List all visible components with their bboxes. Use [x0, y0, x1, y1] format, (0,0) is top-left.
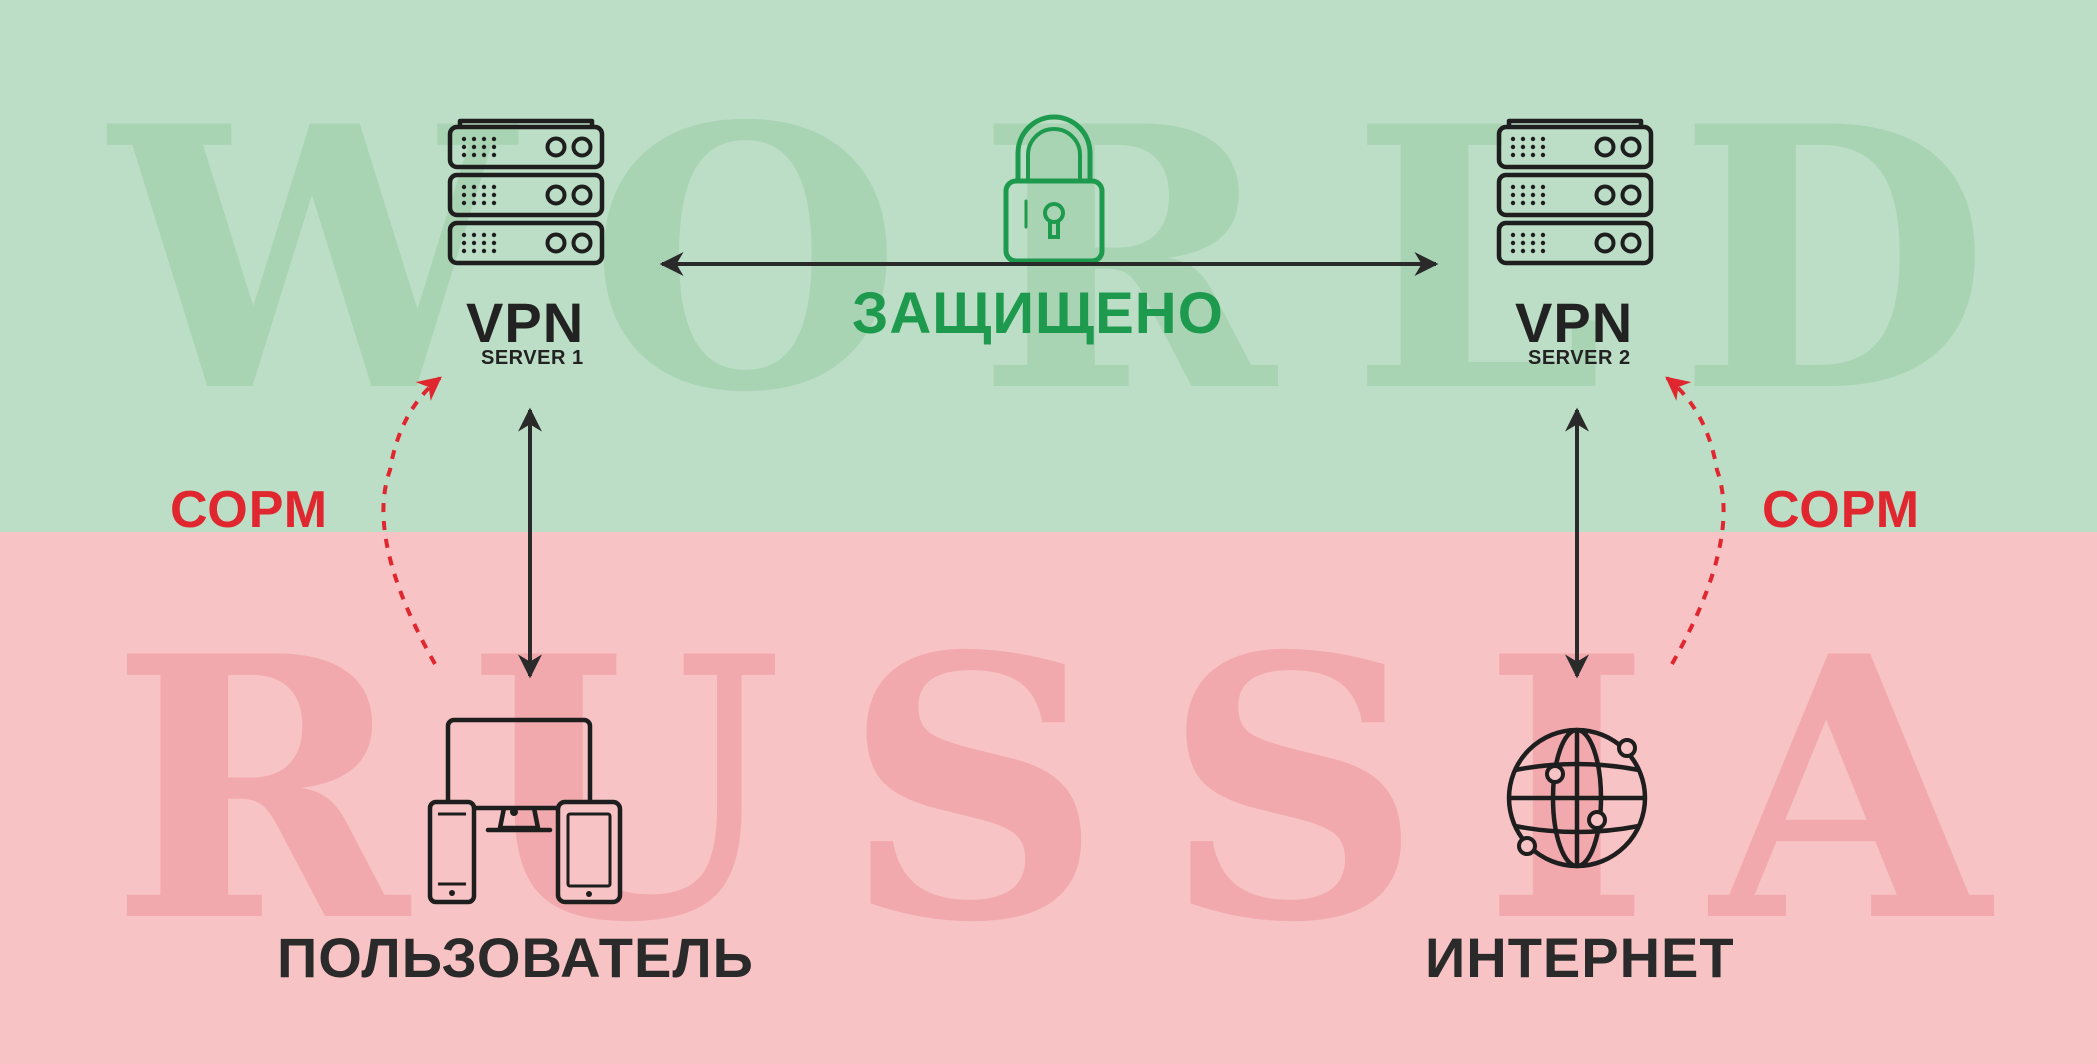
devices-icon	[427, 717, 623, 905]
sorm-right-label: СОРМ	[1762, 481, 1921, 539]
watermark-letter: R	[110, 578, 410, 1001]
internet-label: ИНТЕРНЕТ	[1425, 926, 1735, 989]
watermark-letter: A	[1710, 578, 1990, 1001]
russia-watermark: R U S S I A	[110, 610, 1990, 970]
sorm-left-arrow	[381, 376, 442, 665]
watermark-letter: S	[1162, 578, 1423, 1001]
padlock-icon	[1003, 114, 1105, 264]
watermark-letter: W	[110, 48, 515, 471]
server-stack-icon	[450, 118, 602, 263]
server-stack-icon	[1499, 118, 1651, 263]
server2-title: VPN	[1515, 291, 1634, 354]
watermark-letter: D	[1677, 48, 1990, 471]
russia-zone	[0, 532, 2097, 1064]
secure-label: ЗАЩИЩЕНО	[852, 281, 1224, 346]
watermark-letter: S	[842, 578, 1103, 1001]
server2-subtitle: SERVER 2	[1528, 347, 1631, 369]
sorm-right-arrow	[1665, 376, 1726, 665]
server1-title: VPN	[466, 291, 585, 354]
server1-subtitle: SERVER 1	[481, 347, 584, 369]
globe-network-icon	[1506, 727, 1648, 869]
sorm-left-label: СОРМ	[170, 481, 329, 539]
user-label: ПОЛЬЗОВАТЕЛЬ	[277, 926, 754, 989]
